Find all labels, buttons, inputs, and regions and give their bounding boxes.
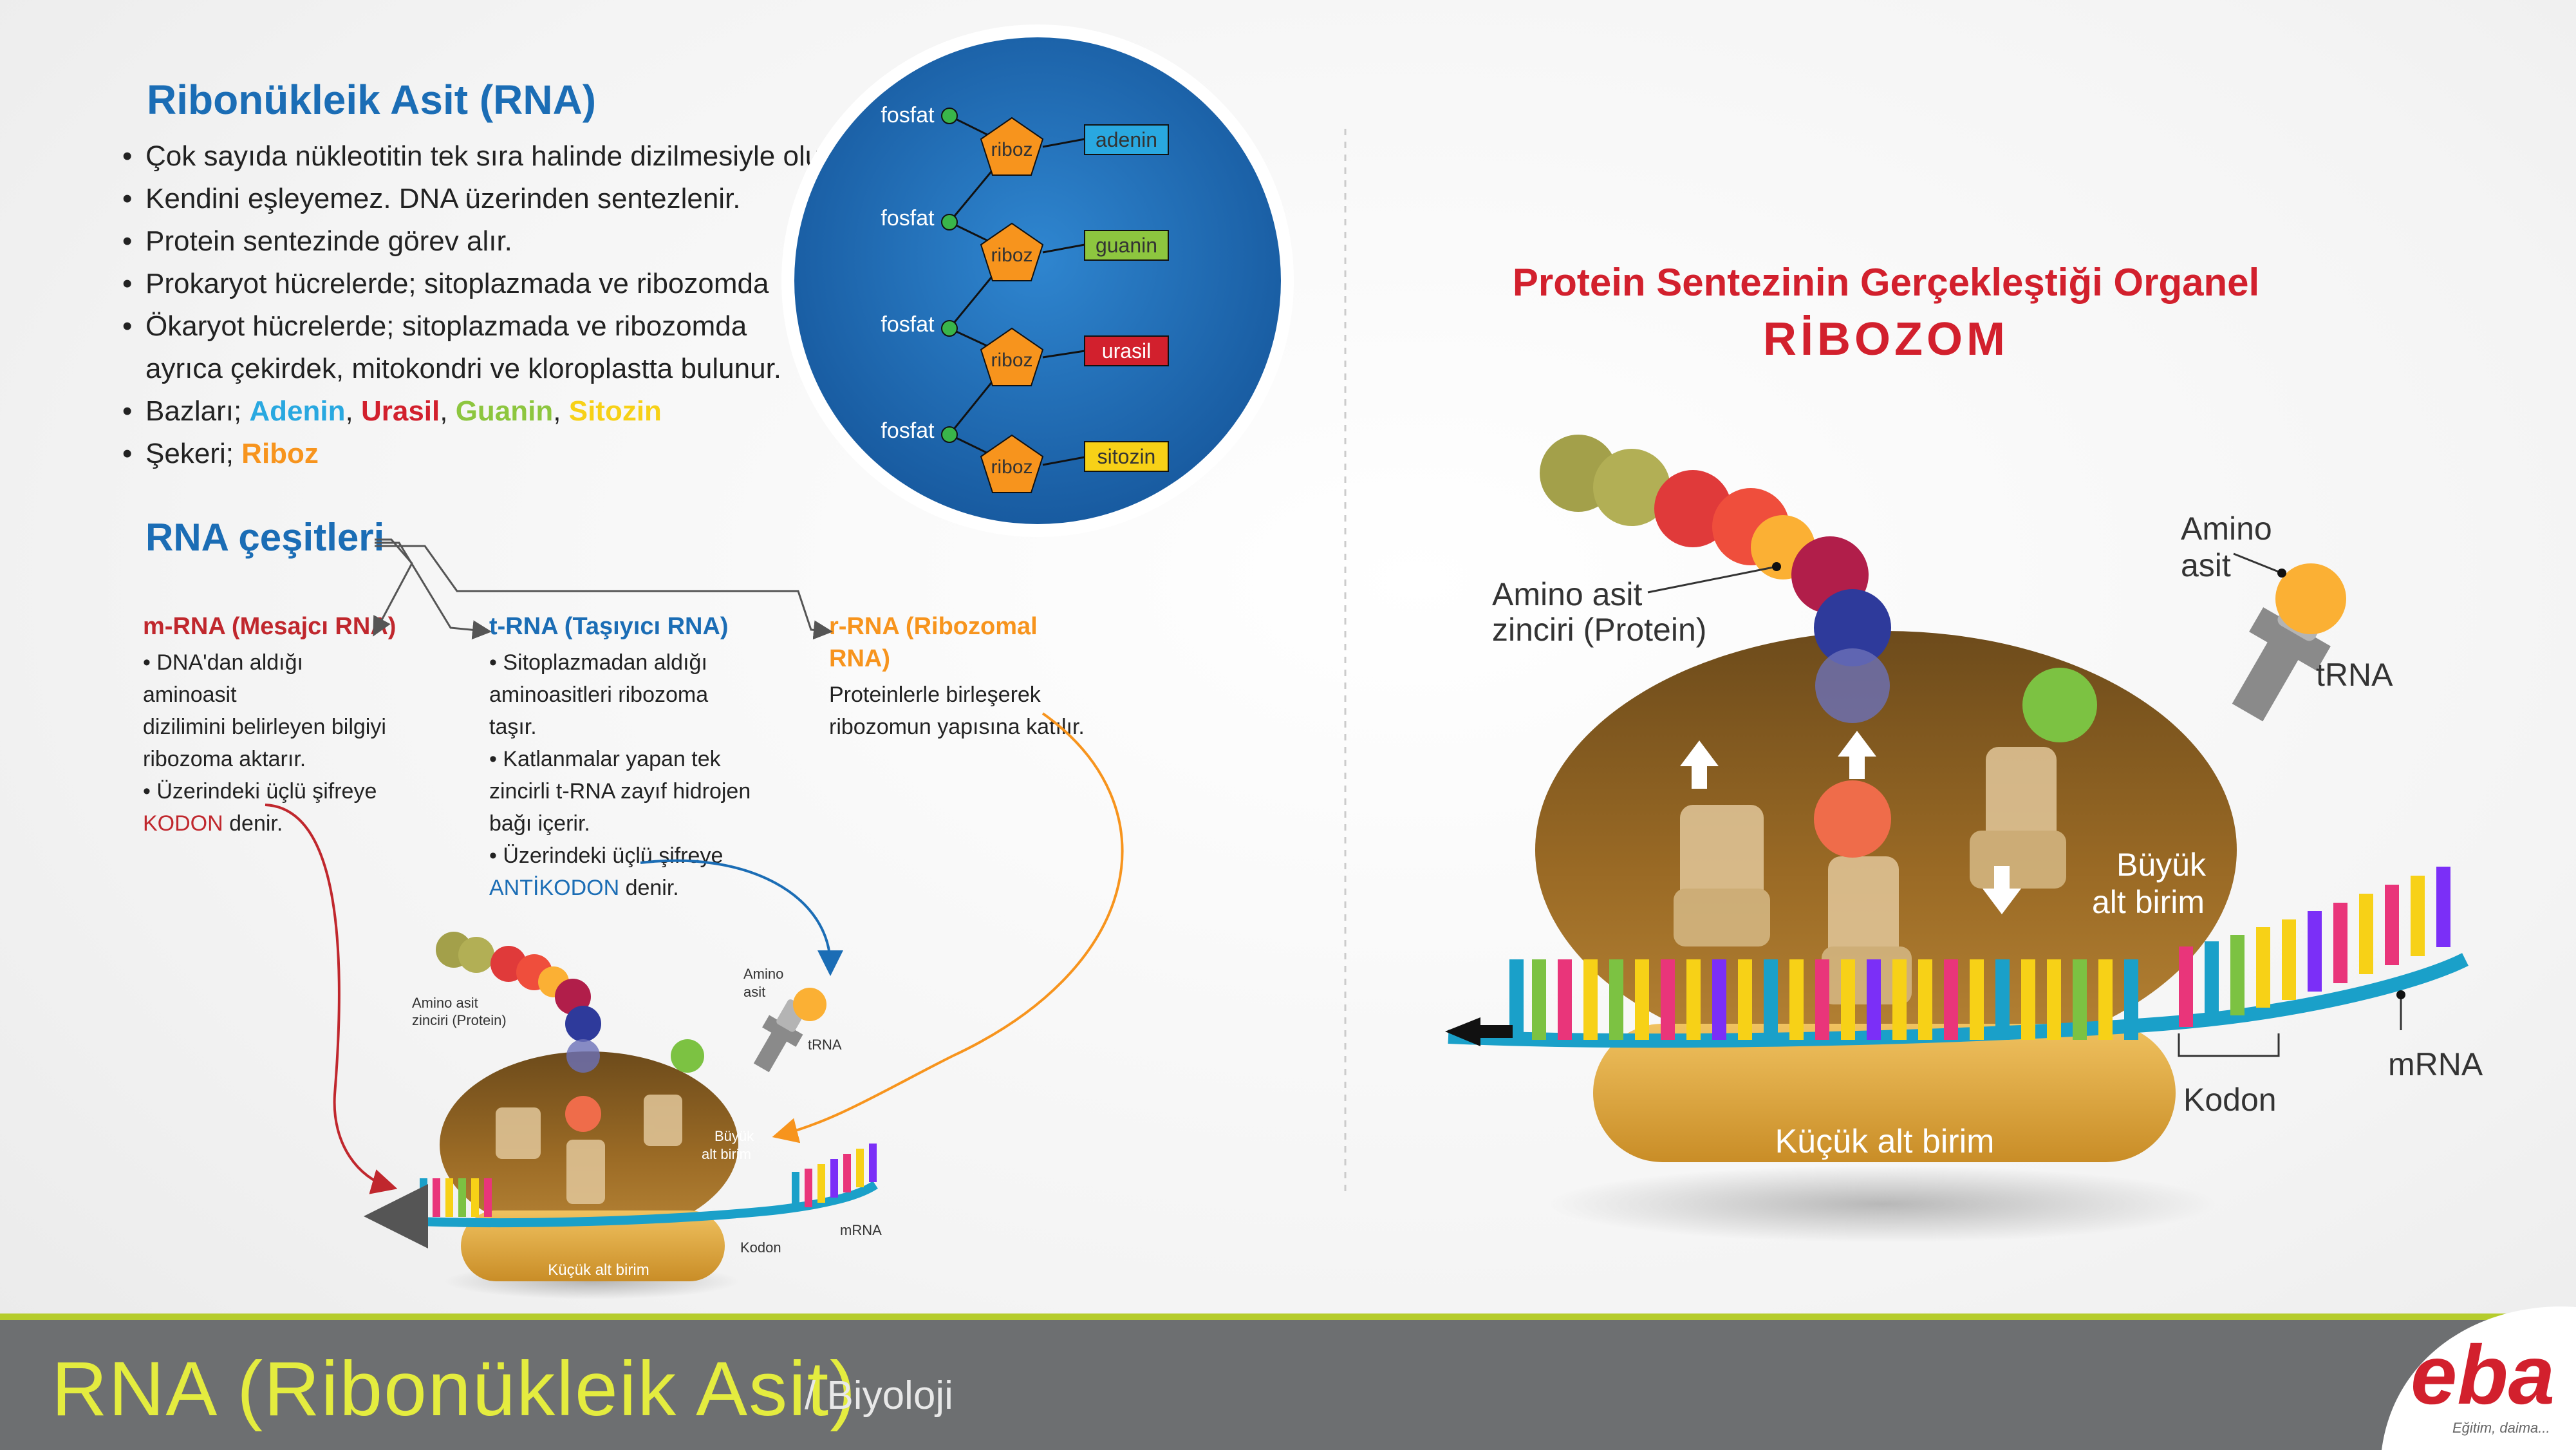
rrna-name: r-RNA (Ribozomal RNA) <box>829 613 1038 672</box>
property-item: Çok sayıda nükleotitin tek sıra halinde … <box>122 135 866 178</box>
ribose-label: riboz <box>991 139 1032 160</box>
base-guanin: Guanin <box>455 395 554 427</box>
large-ribosome: Amino asit zinciri (Protein) Amino asit … <box>1445 435 2483 1243</box>
base-adenin-box <box>1084 124 1169 155</box>
small-ribosome: Amino asit zinciri (Protein) Amino asit … <box>364 932 882 1299</box>
small-chain-label-2: zinciri (Protein) <box>412 1012 507 1028</box>
small-subunit-shape <box>461 1210 725 1281</box>
property-bases: Bazları; Adenin, Urasil, Guanin, Sitozin <box>122 390 866 433</box>
property-item: Prokaryot hücrelerde; sitoplazmada ve ri… <box>122 263 866 305</box>
base-guanin-label: guanin <box>1096 234 1157 257</box>
mrna-arrow <box>265 804 398 1194</box>
ribose-pentagon <box>980 222 1044 281</box>
mrna-label: mRNA <box>2388 1046 2483 1082</box>
small-chain-label-1: Amino asit <box>412 995 478 1011</box>
ribose-label: riboz <box>991 350 1032 371</box>
mrna-bases-large <box>1509 867 2450 1040</box>
types-connectors <box>373 538 833 640</box>
property-sugar: Şekeri; Riboz <box>122 433 866 475</box>
footer-band <box>0 1313 2576 1450</box>
base-guanin-box <box>1084 230 1169 261</box>
logo-slogan: Eğitim, daima... <box>2452 1420 2550 1436</box>
small-subunit-label: Küçük alt birim <box>1775 1123 1995 1160</box>
amino-label-1: Amino <box>2181 511 2272 547</box>
eba-logo: eba Eğitim, daima... <box>2382 1306 2576 1450</box>
phosphate-label: fosfat <box>881 419 935 443</box>
phosphate-icon <box>941 108 958 124</box>
footer-title: RNA (Ribonükleik Asit) <box>51 1346 857 1432</box>
small-amino-label-2: asit <box>743 984 765 1000</box>
property-item: Kendini eşleyemez. DNA üzerinden sentezl… <box>122 178 866 220</box>
base-sitozin-label: sitozin <box>1097 445 1156 468</box>
property-item-continued: ayrıca çekirdek, mitokondri ve kloroplas… <box>145 353 782 384</box>
small-trna-label: tRNA <box>808 1037 842 1053</box>
base-urasil-label: urasil <box>1102 339 1151 362</box>
base-urasil: Urasil <box>360 395 440 427</box>
anticodon-keyword: ANTİKODON <box>489 876 620 900</box>
mrna-name: m-RNA (Mesajcı RNA) <box>143 613 397 640</box>
codon-label: Kodon <box>2183 1082 2277 1118</box>
small-small-label: Küçük alt birim <box>548 1261 649 1279</box>
large-subunit-label-2: alt birim <box>2092 884 2205 920</box>
small-large-label-1: Büyük <box>714 1128 754 1144</box>
footer-accent-line <box>0 1313 2576 1320</box>
nucleotide-row: fosfat riboz sitozin <box>881 419 1169 493</box>
base-sitozin-box <box>1084 441 1169 472</box>
large-subunit-label-1: Büyük <box>2116 847 2207 883</box>
base-urasil-box <box>1084 335 1169 366</box>
phosphate-label: fosfat <box>881 206 935 231</box>
mrna-block: m-RNA (Mesajcı RNA) • DNA'dan aldığı ami… <box>143 610 400 840</box>
amino-label-2: asit <box>2181 547 2231 583</box>
base-adenin-label: adenin <box>1096 128 1157 151</box>
rna-types-title: RNA çeşitleri <box>145 516 385 559</box>
nucleotide-diagram: fosfat riboz adenin fosfat riboz guanin … <box>781 24 1294 537</box>
logo-swoosh-background <box>2382 1306 2576 1450</box>
diagram-canvas: fosfat riboz adenin fosfat riboz guanin … <box>265 24 2483 1299</box>
ribose-pentagon <box>980 117 1044 176</box>
mrna-direction-arrow <box>1445 1017 1480 1046</box>
rrna-block: r-RNA (Ribozomal RNA) Proteinlerle birle… <box>829 610 1099 743</box>
phosphate-label: fosfat <box>881 312 935 337</box>
property-item: Protein sentezinde görev alır. <box>122 220 866 263</box>
nucleotide-row: fosfat riboz guanin <box>881 206 1169 281</box>
property-item: Ökaryot hücrelerde; sitoplazmada ve ribo… <box>122 305 866 348</box>
nucleotide-row: fosfat riboz adenin <box>881 103 1169 176</box>
phosphate-icon <box>941 214 958 231</box>
circle-background <box>794 37 1281 524</box>
trna-label: tRNA <box>2316 657 2393 693</box>
codon-keyword: KODON <box>143 811 223 836</box>
small-subunit-shape <box>1593 1024 2176 1162</box>
phosphate-icon <box>941 320 958 337</box>
organel-heading: Protein Sentezinin Gerçekleştiği Organel <box>1512 261 2260 304</box>
ribose-label: riboz <box>991 457 1032 478</box>
trna-arrow <box>640 859 843 976</box>
base-sitozin: Sitozin <box>568 395 662 427</box>
mrna-strand <box>1448 953 2469 1048</box>
base-adenin: Adenin <box>249 395 346 427</box>
sugar-riboz: Riboz <box>241 438 319 469</box>
trna-block: t-RNA (Taşıyıcı RNA) • Sitoplazmadan ald… <box>489 610 760 904</box>
ribose-label: riboz <box>991 245 1032 266</box>
mrna-strand <box>386 1181 878 1228</box>
phosphate-icon <box>941 426 958 443</box>
logo-text: eba <box>2411 1328 2555 1422</box>
small-mrna-label: mRNA <box>840 1222 882 1238</box>
chain-label-1: Amino asit <box>1492 576 1643 612</box>
nucleotide-row: fosfat riboz urasil <box>881 312 1169 386</box>
ribose-pentagon <box>980 434 1044 493</box>
small-large-label-2: alt birim <box>702 1146 751 1162</box>
trna-name: t-RNA (Taşıyıcı RNA) <box>489 613 729 640</box>
small-codon-label: Kodon <box>740 1239 781 1256</box>
phosphate-label: fosfat <box>881 103 935 127</box>
rrna-arrow <box>772 712 1124 1144</box>
rna-properties-list: Çok sayıda nükleotitin tek sıra halinde … <box>122 135 866 475</box>
ribozom-title: RİBOZOM <box>1763 314 2009 365</box>
small-amino-label-1: Amino <box>743 966 783 982</box>
rna-title: Ribonükleik Asit (RNA) <box>147 77 597 123</box>
ribose-pentagon <box>980 327 1044 386</box>
chain-label-2: zinciri (Protein) <box>1492 612 1706 648</box>
footer-subject: / Biyoloji <box>805 1373 953 1418</box>
